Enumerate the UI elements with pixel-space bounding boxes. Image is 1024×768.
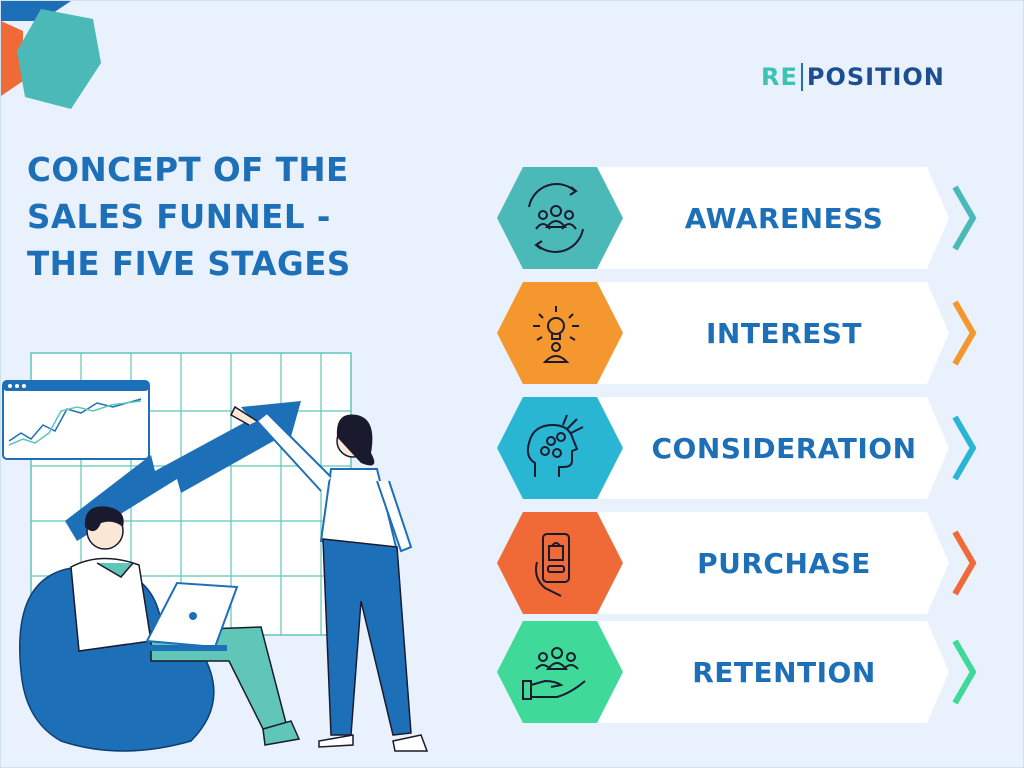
logo-re: RE <box>761 63 798 91</box>
stage-band <box>497 621 977 723</box>
stage-consideration: CONSIDERATION <box>497 397 987 499</box>
stage-label: PURCHASE <box>697 546 871 580</box>
reposition-logo: RE POSITION <box>761 63 945 91</box>
logo-position: POSITION <box>806 63 945 91</box>
stage-band <box>497 397 977 499</box>
logo-divider <box>800 63 803 91</box>
title-line-3: THE FIVE STAGES <box>27 245 351 283</box>
sales-growth-illustration <box>2 352 429 752</box>
hand-group-icon <box>522 647 586 700</box>
stage-band <box>497 167 977 269</box>
stage-interest: INTEREST <box>497 282 987 384</box>
stage-awareness: AWARENESS <box>497 167 987 269</box>
thinking-head-icon <box>526 414 584 477</box>
stage-label: RETENTION <box>692 655 876 689</box>
audience-cycle-icon <box>528 183 584 253</box>
phone-shopping-icon <box>535 533 570 597</box>
page-title: CONCEPT OF THE SALES FUNNEL - THE FIVE S… <box>27 147 407 288</box>
idea-person-icon <box>533 306 579 363</box>
stage-purchase: PURCHASE <box>497 512 987 614</box>
stage-label: AWARENESS <box>684 201 884 235</box>
decorative-hexagons <box>1 1 101 109</box>
title-line-2: SALES FUNNEL - <box>27 198 331 236</box>
stage-label: CONSIDERATION <box>651 431 917 465</box>
stage-retention: RETENTION <box>497 621 987 723</box>
title-line-1: CONCEPT OF THE <box>27 151 349 189</box>
stage-label: INTEREST <box>705 316 863 350</box>
stage-band <box>497 512 977 614</box>
